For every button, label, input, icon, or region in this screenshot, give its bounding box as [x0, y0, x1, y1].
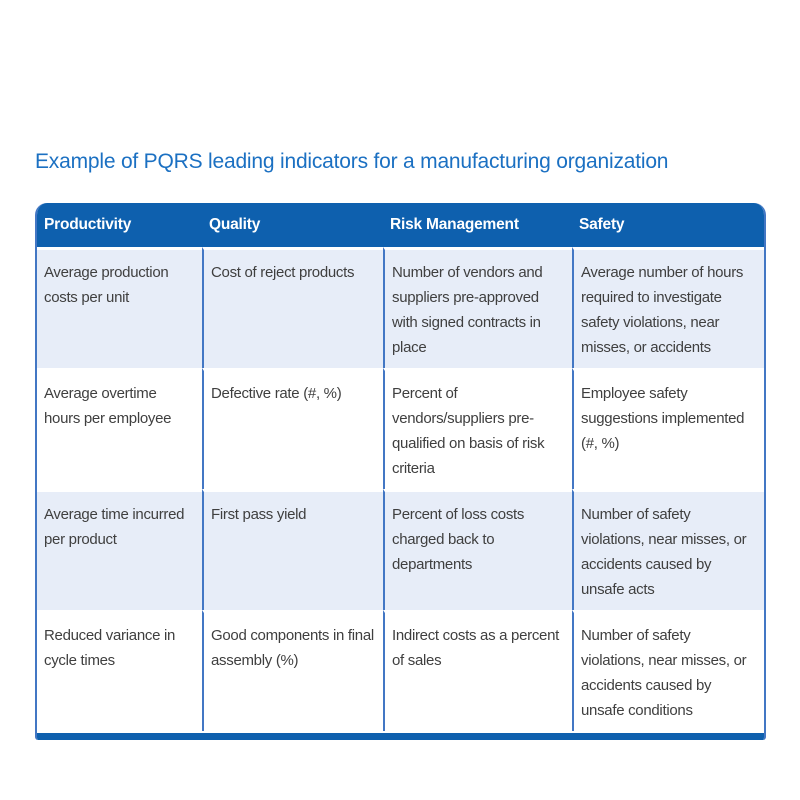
header-cell-risk-management: Risk Management: [390, 216, 519, 233]
table-row: Average production costs per unit Cost o…: [37, 247, 764, 368]
table-cell: Defective rate (#, %): [202, 368, 383, 489]
table-bottom-bar: [37, 731, 764, 740]
table-cell: Cost of reject products: [202, 247, 383, 368]
page-title: Example of PQRS leading indicators for a…: [35, 150, 669, 173]
header-cell-quality: Quality: [209, 216, 261, 233]
table-cell: Average number of hours required to inve…: [572, 247, 764, 368]
table-cell: Employee safety suggestions implemented …: [572, 368, 764, 489]
header-cell-safety: Safety: [579, 216, 625, 233]
table-cell: Good components in final assembly (%): [202, 610, 383, 731]
table-cell: Indirect costs as a percent of sales: [383, 610, 572, 731]
header-cell-productivity: Productivity: [44, 216, 132, 233]
table-header-row: Productivity Quality Risk Management Saf…: [37, 203, 764, 247]
table-cell: Percent of loss costs charged back to de…: [383, 489, 572, 610]
pqrs-indicators-table: Productivity Quality Risk Management Saf…: [35, 203, 766, 740]
table-cell: Number of safety violations, near misses…: [572, 489, 764, 610]
table-cell: Average overtime hours per employee: [37, 368, 202, 489]
table-row: Reduced variance in cycle times Good com…: [37, 610, 764, 731]
table-cell: First pass yield: [202, 489, 383, 610]
table-cell: Number of safety violations, near misses…: [572, 610, 764, 731]
table-row: Average overtime hours per employee Defe…: [37, 368, 764, 489]
table-cell: Number of vendors and suppliers pre-appr…: [383, 247, 572, 368]
table-cell: Average production costs per unit: [37, 247, 202, 368]
table-row: Average time incurred per product First …: [37, 489, 764, 610]
table-cell: Average time incurred per product: [37, 489, 202, 610]
table-cell: Percent of vendors/suppliers pre-qualifi…: [383, 368, 572, 489]
table-cell: Reduced variance in cycle times: [37, 610, 202, 731]
